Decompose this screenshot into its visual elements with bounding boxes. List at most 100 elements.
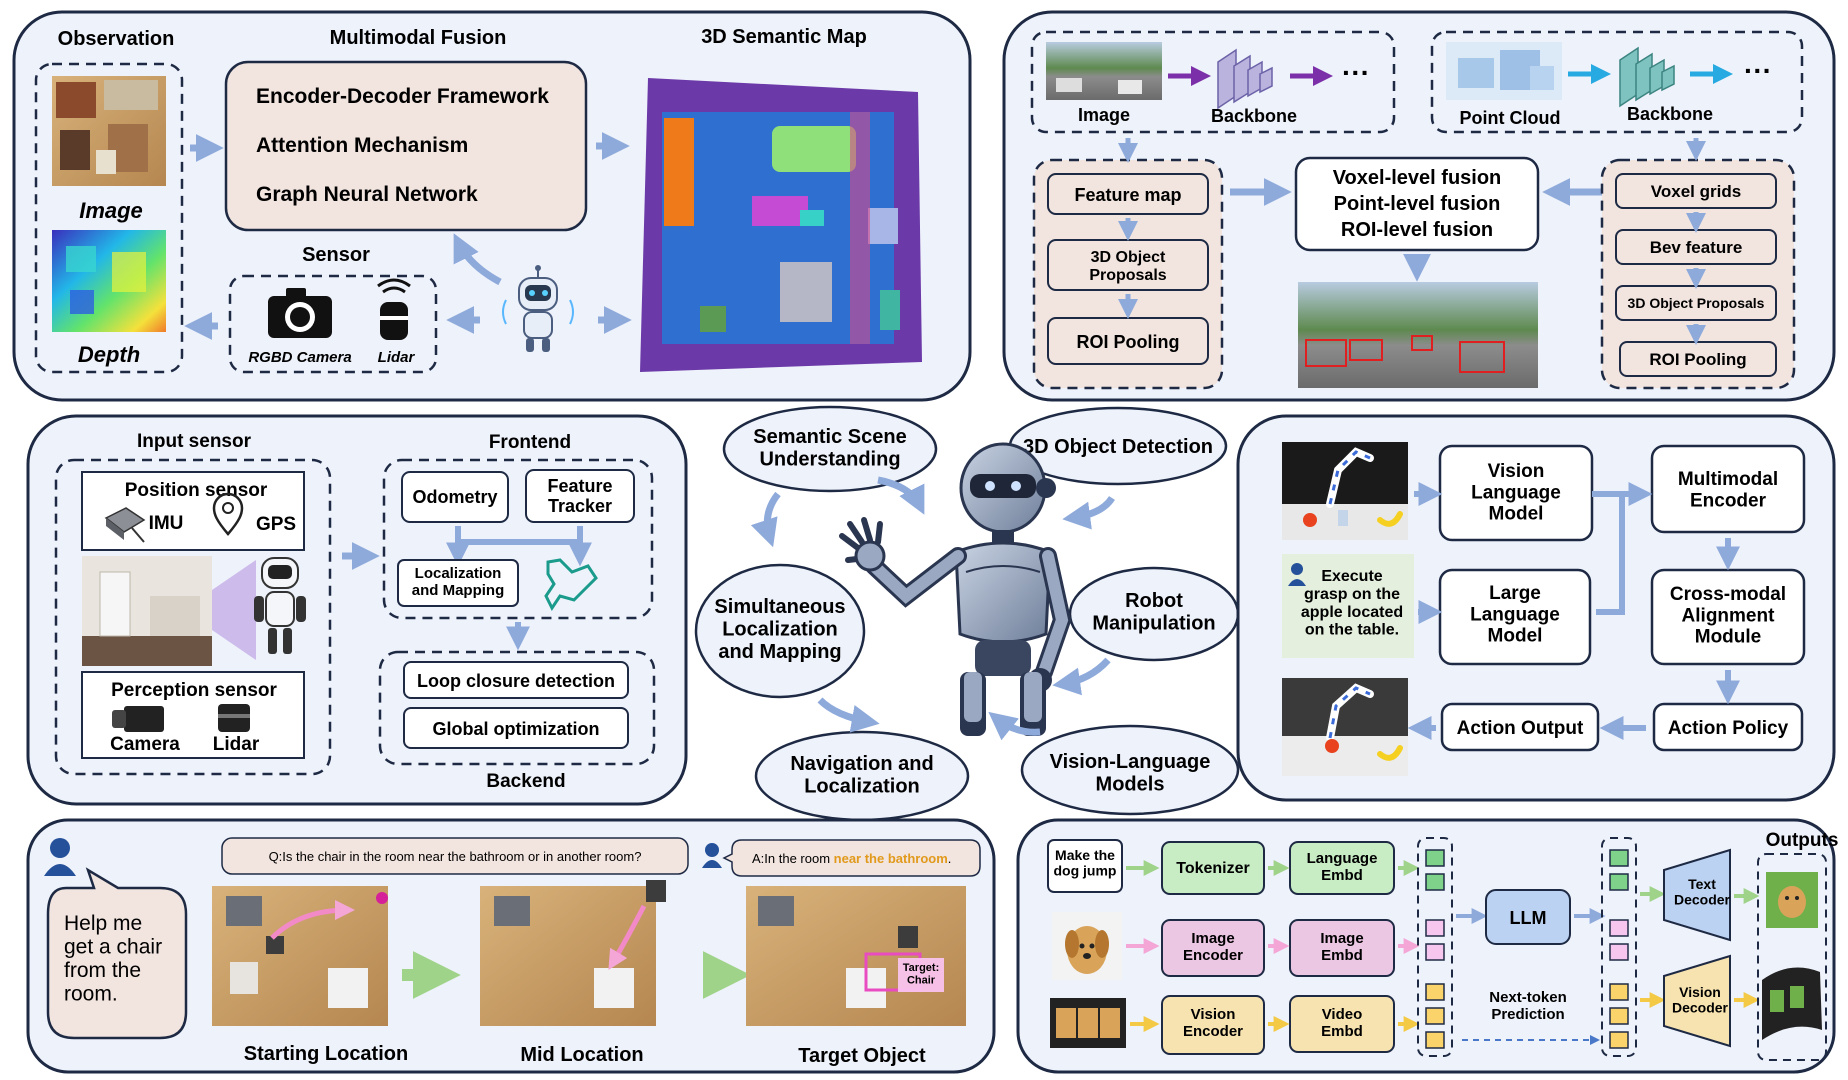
label-line: dog jump [1054,863,1117,879]
film-strip-icon [1762,967,1822,1040]
tokenizer-label: Tokenizer [1176,860,1250,877]
odometry-box [401,471,509,523]
request-bubble [46,867,188,1040]
room-image [82,556,212,666]
label-line: Encoder [1183,947,1243,964]
label-line: Alignment [1682,605,1776,626]
backbone-icon-a [1217,48,1273,110]
fusion-level-point: Point-level fusion [1334,193,1501,215]
label-line: Encoder [1183,1023,1243,1040]
caption-starting-location: Starting Location [244,1043,408,1065]
action-output-box [1440,702,1600,752]
global-optimization-box [403,707,629,749]
input-token-column [1425,849,1445,1049]
detection-result-image [1298,282,1538,388]
lidar-label: Lidar [378,349,416,366]
lidar-label-slam: Lidar [213,734,260,755]
backend-title: Backend [486,771,565,792]
caption-mid-location: Mid Location [520,1044,643,1066]
frontend-title: Frontend [489,432,571,453]
input-sensor-title: Input sensor [137,431,252,452]
person-icon [44,838,76,876]
tokenizer-box [1161,841,1265,895]
loop-closure-label: Loop closure detection [417,671,615,691]
panel-object-detection: Image Backbone ··· Point Cloud Backbone … [1002,10,1836,402]
fusion-level-roi: ROI-level fusion [1341,219,1493,241]
prompt-box [1047,839,1123,893]
gps-label: GPS [256,514,296,535]
label-line: room. [64,983,118,1006]
floorplan-mid [480,880,666,1026]
imu-label: IMU [149,513,184,534]
label-line: Tracker [548,496,612,516]
feature-map-label: Feature map [1074,185,1181,205]
image-label-detection: Image [1078,105,1130,125]
image-encoder-box [1161,919,1265,977]
loop-closure-box [403,661,629,699]
fusion-box [224,60,588,232]
label-line: on the table. [1305,622,1399,639]
backbone-icon-b [1619,46,1675,108]
answer-bubble [722,839,981,877]
text-decoder-shape [1663,848,1731,942]
label-line: grasp on the [1304,586,1400,603]
label-line: get a chair [64,936,162,959]
label-line: Embd [1321,867,1363,884]
topic-vision-language [1020,724,1240,816]
localization-mapping-box [397,559,519,607]
fusion-arrows [184,132,632,340]
rgbd-camera-label: RGBD Camera [248,349,351,366]
right-roi-pooling-label: ROI Pooling [1649,350,1746,369]
action-policy-label: Action Policy [1668,718,1789,739]
question-text: Q:Is the chair in the room near the bath… [269,849,642,864]
fusion-level-voxel: Voxel-level fusion [1333,167,1502,189]
label-line: apple located [1301,604,1403,621]
label-line: Decoder [1672,1000,1729,1016]
image-embd-box [1289,919,1395,977]
llm-label: LLM [1510,908,1547,928]
vision-decoder-shape [1663,954,1731,1048]
feature-tracker-box [525,469,635,523]
voxel-grids-box [1615,173,1777,209]
camera-icon [268,288,332,338]
backbone-label-b: Backbone [1627,104,1713,124]
label-line: and Mapping [718,641,841,663]
vision-encoder-box [1161,995,1265,1055]
label-line: Module [1695,627,1762,648]
label-line: Language [1471,482,1561,503]
observation-depth [52,230,166,332]
point-cloud-label: Point Cloud [1460,108,1561,128]
person-icon [1288,563,1306,586]
map-title: 3D Semantic Map [701,26,867,48]
label-line: Models [1096,773,1165,795]
label-line: Localization [804,775,920,797]
fusion-title: Multimodal Fusion [330,27,507,49]
camera-icon [112,706,164,732]
answer-text: A:In the room near the bathroom. [752,851,951,866]
target-tag [898,958,944,992]
svg-text:Target:Chair: Target:Chair [903,962,939,986]
gps-pin-icon [212,492,244,536]
label-line: Model [1488,626,1543,647]
fusion-item-encoder-decoder: Encoder-Decoder Framework [256,85,549,108]
camera-label: Camera [110,734,180,755]
svg-text:3D Object Detection: 3D Object Detection [1023,436,1213,458]
humanoid-robot-icon [839,442,1072,736]
